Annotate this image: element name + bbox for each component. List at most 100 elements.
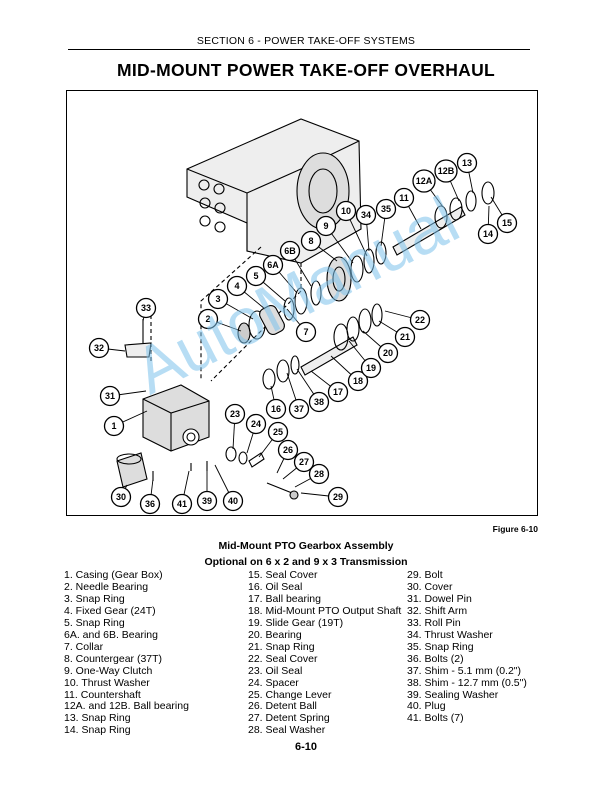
callout-label: 26 xyxy=(283,445,293,455)
page-number: 6-10 xyxy=(294,741,318,753)
callout-1: 1 xyxy=(103,410,148,437)
callout-34: 34 xyxy=(355,204,377,252)
list-item: 25. Change Lever xyxy=(248,688,332,701)
callout-label: 27 xyxy=(299,457,309,467)
list-item: 23. Oil Seal xyxy=(248,664,303,677)
list-item: 11. Countershaft xyxy=(64,688,141,701)
callout-label: 23 xyxy=(230,409,240,419)
callout-circle xyxy=(335,200,357,222)
callout-41: 41 xyxy=(171,470,193,515)
list-item: 3. Snap Ring xyxy=(64,592,125,605)
callout-label: 36 xyxy=(145,499,155,509)
callout-label: 34 xyxy=(361,210,371,220)
callout-label: 32 xyxy=(94,343,104,353)
callout-9: 9 xyxy=(315,215,354,264)
callout-label: 39 xyxy=(202,496,212,506)
list-item: 22. Seal Cover xyxy=(248,652,318,665)
callout-label: 30 xyxy=(116,492,126,502)
figure-caption: Mid-Mount PTO Gearbox Assembly xyxy=(218,540,394,552)
callout-circle xyxy=(267,421,289,443)
callout-37: 37 xyxy=(286,372,310,420)
callout-circle xyxy=(412,169,436,193)
callout-39: 39 xyxy=(196,471,218,512)
callout-label: 19 xyxy=(366,363,376,373)
callout-circle xyxy=(196,490,218,512)
callout-6b: 6B xyxy=(279,240,312,287)
callout-circle xyxy=(226,275,248,297)
callout-25: 25 xyxy=(258,421,289,458)
callout-30: 30 xyxy=(110,484,132,508)
callout-circle xyxy=(347,370,369,392)
callout-circle xyxy=(88,337,110,359)
callout-circle xyxy=(288,398,310,420)
callout-7: 7 xyxy=(286,308,317,343)
callout-label: 17 xyxy=(333,387,343,397)
list-item: 13. Snap Ring xyxy=(64,712,131,725)
callout-circle xyxy=(99,385,121,407)
callout-circle xyxy=(477,223,499,245)
callout-label: 3 xyxy=(215,294,220,304)
callout-label: 24 xyxy=(251,419,261,429)
callout-6a: 6A xyxy=(262,254,298,294)
callout-5: 5 xyxy=(245,265,286,302)
callout-circle xyxy=(265,398,287,420)
callout-label: 40 xyxy=(228,496,238,506)
list-item: 35. Snap Ring xyxy=(407,640,474,653)
callout-19: 19 xyxy=(348,340,382,379)
callout-3: 3 xyxy=(207,288,254,320)
callout-13: 13 xyxy=(456,152,478,194)
list-item: 29. Bolt xyxy=(407,569,443,581)
callout-circle xyxy=(308,463,330,485)
figure-number: Figure 6-10 xyxy=(492,524,538,534)
callout-29: 29 xyxy=(300,486,349,508)
callout-8: 8 xyxy=(300,230,338,262)
callout-circle xyxy=(224,403,246,425)
list-item: 41. Bolts (7) xyxy=(407,712,464,725)
list-item: 7. Collar xyxy=(64,640,104,653)
callout-27: 27 xyxy=(282,451,315,480)
callout-label: 12B xyxy=(438,166,455,176)
callout-circle xyxy=(245,413,267,435)
callout-22: 22 xyxy=(384,309,431,331)
callout-label: 2 xyxy=(205,314,210,324)
callout-label: 1 xyxy=(111,421,116,431)
callout-12a: 12A xyxy=(412,169,444,208)
callout-label: 15 xyxy=(502,218,512,228)
list-item: 26. Detent Ball xyxy=(248,700,317,713)
callout-33: 33 xyxy=(135,297,157,322)
callout-circle xyxy=(197,308,219,330)
callout-circle xyxy=(207,288,229,310)
callout-circle xyxy=(279,240,301,262)
list-item: 34. Thrust Washer xyxy=(407,628,493,641)
callout-circle xyxy=(222,490,244,512)
list-item: 2. Needle Bearing xyxy=(64,580,149,593)
callout-label: 22 xyxy=(415,315,425,325)
list-item: 15. Seal Cover xyxy=(248,569,318,581)
list-item: 33. Roll Pin xyxy=(407,616,461,629)
list-item: 5. Snap Ring xyxy=(64,616,125,629)
callout-label: 20 xyxy=(383,348,393,358)
list-item: 4. Fixed Gear (24T) xyxy=(64,604,156,617)
callout-label: 35 xyxy=(381,204,391,214)
list-item: 38. Shim - 12.7 mm (0.5") xyxy=(407,676,527,689)
callout-circle xyxy=(308,391,330,413)
callout-14: 14 xyxy=(477,205,499,245)
callout-label: 25 xyxy=(273,427,283,437)
callout-circle xyxy=(360,357,382,379)
gearbox-casing xyxy=(142,384,210,452)
diagram-drawing: 123456A6B789101112A12B131415161718192021… xyxy=(88,118,518,515)
callout-circle xyxy=(103,415,125,437)
list-item: 9. One-Way Clutch xyxy=(64,664,153,677)
callout-circle xyxy=(377,342,399,364)
callout-label: 4 xyxy=(234,281,239,291)
header-rule xyxy=(68,49,530,50)
callout-36: 36 xyxy=(139,478,161,515)
page-title: MID-MOUNT POWER TAKE-OFF OVERHAUL xyxy=(116,60,495,80)
callout-label: 13 xyxy=(462,158,472,168)
callout-circle xyxy=(300,230,322,252)
parts-list-column-1: 1. Casing (Gear Box) 2. Needle Bearing 3… xyxy=(64,569,189,737)
callout-23: 23 xyxy=(224,403,246,450)
list-item: 14. Snap Ring xyxy=(64,724,131,737)
callout-circle xyxy=(327,486,349,508)
callout-11: 11 xyxy=(393,187,422,230)
